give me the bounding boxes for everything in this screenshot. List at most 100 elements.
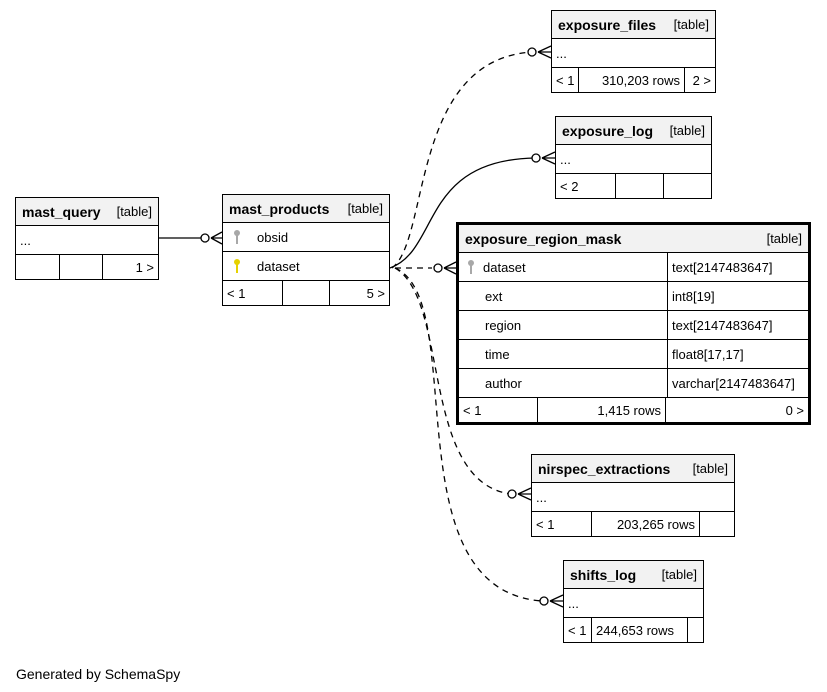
column-type: float8[17,17]	[672, 346, 744, 362]
table-name: mast_products	[229, 200, 330, 217]
parents-count: < 1	[564, 618, 592, 642]
primary-key-icon	[468, 260, 474, 274]
table-shifts-log[interactable]: shifts_log [table] ... < 1 244,653 rows	[563, 560, 704, 643]
table-exposure-files[interactable]: exposure_files [table] ... < 1 310,203 r…	[551, 10, 716, 93]
row-count: 203,265 rows	[592, 512, 700, 536]
row-count: 1,415 rows	[538, 398, 666, 422]
column-row: time float8[17,17]	[459, 340, 808, 369]
column-row: dataset	[223, 252, 389, 281]
column-name-cell: ext	[459, 282, 668, 310]
table-footer: < 1 310,203 rows 2 >	[552, 68, 715, 92]
children-count: 1 >	[135, 259, 154, 275]
column-row: author varchar[2147483647]	[459, 369, 808, 398]
table-name: exposure_log	[562, 122, 654, 139]
edge-end-circle	[539, 596, 549, 606]
row-count: 244,653 rows	[592, 618, 688, 642]
columns-collapsed: ...	[532, 483, 734, 512]
table-name: mast_query	[22, 203, 101, 220]
edge-products-nirspec	[394, 267, 511, 495]
parents-count: < 1	[459, 398, 538, 422]
ellipsis: ...	[568, 595, 579, 611]
column-name: time	[485, 346, 510, 362]
table-kind: [table]	[661, 567, 697, 582]
columns-collapsed: ...	[564, 589, 703, 618]
parents-count	[16, 255, 60, 279]
table-kind: [table]	[347, 201, 383, 216]
table-header: exposure_log [table]	[556, 117, 711, 145]
table-header: exposure_region_mask [table]	[459, 225, 808, 253]
edge-products-exposure-files	[391, 51, 533, 269]
column-name: dataset	[257, 258, 300, 274]
column-type: text[2147483647]	[672, 317, 773, 333]
table-mast-products[interactable]: mast_products [table] obsid dataset < 1 …	[222, 194, 390, 306]
parents-count: < 1	[552, 68, 579, 92]
column-row: region text[2147483647]	[459, 311, 808, 340]
edge-end-circle	[507, 489, 517, 499]
table-nirspec-extractions[interactable]: nirspec_extractions [table] ... < 1 203,…	[531, 454, 735, 537]
table-kind: [table]	[669, 123, 705, 138]
ellipsis: ...	[556, 45, 567, 61]
column-name: dataset	[483, 259, 526, 275]
row-count	[283, 281, 330, 305]
ellipsis: ...	[536, 489, 547, 505]
edge-products-exposure-log	[389, 157, 536, 269]
table-mast-query[interactable]: mast_query [table] ... 1 >	[15, 197, 159, 280]
column-name-cell: author	[459, 369, 668, 397]
table-footer: < 1 244,653 rows	[564, 618, 703, 642]
children-count: 5 >	[366, 285, 385, 301]
column-name: obsid	[257, 229, 289, 245]
edge-products-shifts	[394, 267, 543, 602]
table-name: shifts_log	[570, 566, 637, 583]
crowfoot	[549, 594, 564, 608]
column-type: int8[19]	[672, 288, 715, 304]
table-kind: [table]	[692, 461, 728, 476]
column-name: author	[485, 375, 522, 391]
edge-end-circle	[200, 233, 210, 243]
parents-count: < 1	[223, 281, 283, 305]
edge-end-circle	[527, 47, 537, 57]
table-footer: < 2	[556, 174, 711, 198]
column-row: dataset text[2147483647]	[459, 253, 808, 282]
column-name: ext	[485, 288, 503, 304]
table-header: exposure_files [table]	[552, 11, 715, 39]
primary-key-icon	[234, 230, 240, 244]
columns-collapsed: ...	[552, 39, 715, 68]
crowfoot	[517, 487, 532, 501]
edge-end-circle	[433, 263, 443, 273]
table-header: shifts_log [table]	[564, 561, 703, 589]
table-footer: < 1 203,265 rows	[532, 512, 734, 536]
column-type: varchar[2147483647]	[672, 375, 795, 391]
row-count	[60, 255, 103, 279]
table-name: nirspec_extractions	[538, 460, 671, 477]
ellipsis: ...	[20, 232, 31, 248]
crowfoot	[443, 261, 457, 275]
children-count	[664, 174, 711, 198]
column-row: obsid	[223, 223, 389, 252]
foreign-key-icon	[234, 259, 240, 273]
columns-collapsed: ...	[556, 145, 711, 174]
column-name: region	[485, 317, 522, 333]
column-name-cell: time	[459, 340, 668, 368]
parents-count: < 1	[532, 512, 592, 536]
parents-count: < 2	[556, 174, 616, 198]
table-kind: [table]	[673, 17, 709, 32]
children-count	[700, 512, 734, 536]
table-exposure-region-mask[interactable]: exposure_region_mask [table] dataset tex…	[456, 222, 811, 425]
crowfoot	[210, 231, 223, 245]
edge-end-circle	[531, 153, 541, 163]
table-footer: 1 >	[16, 255, 158, 279]
table-exposure-log[interactable]: exposure_log [table] ... < 2	[555, 116, 712, 199]
table-kind: [table]	[766, 231, 802, 246]
table-header: mast_query [table]	[16, 198, 158, 226]
column-row: ext int8[19]	[459, 282, 808, 311]
table-header: mast_products [table]	[223, 195, 389, 223]
column-type: text[2147483647]	[672, 259, 773, 275]
column-name-cell: region	[459, 311, 668, 339]
table-footer: < 1 1,415 rows 0 >	[459, 398, 808, 422]
children-count	[688, 618, 703, 642]
ellipsis: ...	[560, 151, 571, 167]
children-count: 0 >	[785, 402, 804, 418]
table-footer: < 1 5 >	[223, 281, 389, 305]
table-name: exposure_files	[558, 16, 657, 33]
